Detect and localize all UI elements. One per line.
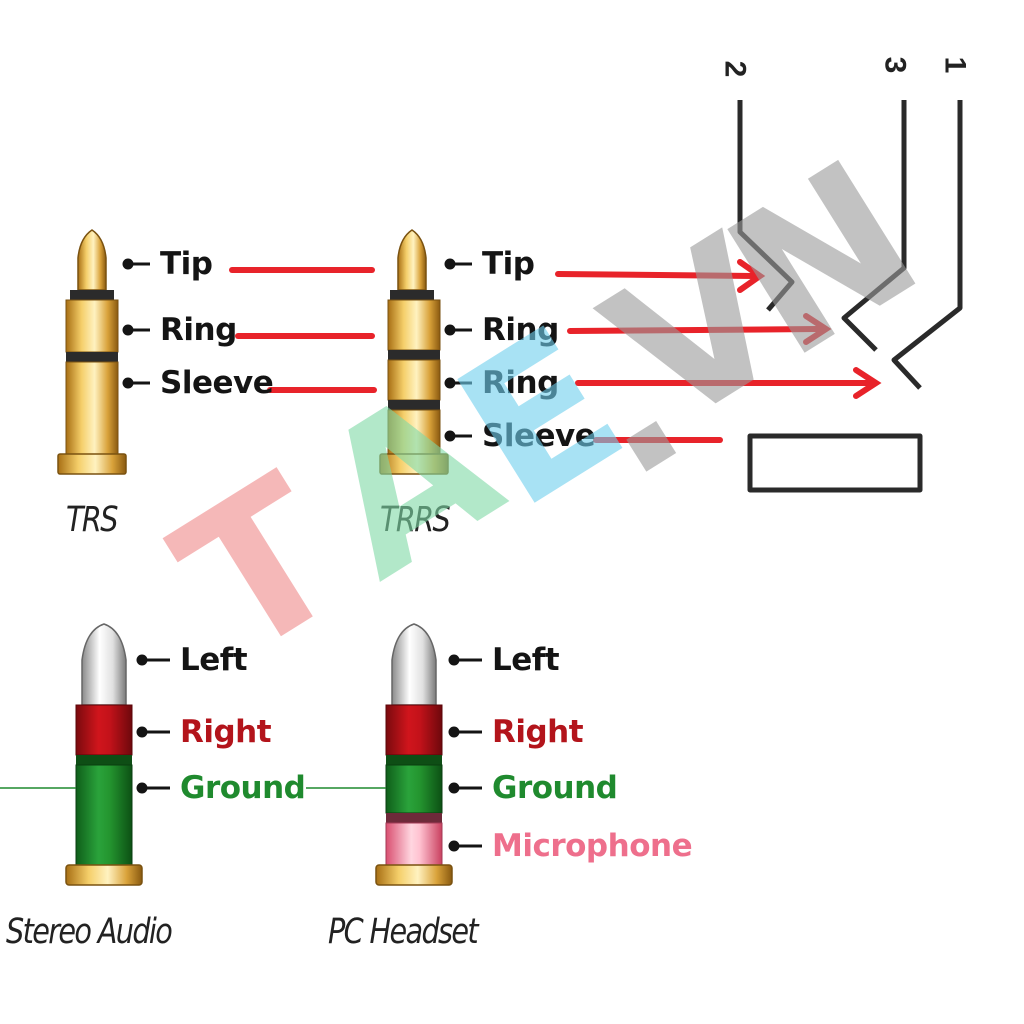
headset-plug-icon (375, 623, 453, 886)
headset-label-right: Right (492, 714, 584, 750)
pin-number-3: 3 (878, 56, 912, 74)
headset-leaders (448, 654, 482, 852)
trs-caption: TRS (66, 500, 118, 540)
socket-schematic (737, 100, 963, 493)
trrs-label-ring-1: Ring (482, 312, 559, 348)
stereo-label-ground: Ground (180, 770, 306, 806)
headset-label-left: Left (492, 642, 560, 678)
headset-label-ground: Ground (492, 770, 618, 806)
trrs-leaders (444, 258, 472, 442)
trs-plug-icon (57, 229, 127, 475)
trrs-label-tip: Tip (482, 246, 535, 282)
trs-label-tip: Tip (160, 246, 213, 282)
trs-label-sleeve: Sleeve (160, 365, 274, 401)
trrs-label-ring-2: Ring (482, 365, 559, 401)
trrs-label-sleeve: Sleeve (482, 418, 596, 454)
headset-caption: PC Headset (328, 912, 479, 952)
stereo-label-left: Left (180, 642, 248, 678)
headset-label-microphone: Microphone (492, 828, 693, 864)
trrs-to-socket-arrows (555, 259, 882, 443)
pin-number-1: 1 (938, 56, 972, 74)
trrs-plug-icon (379, 229, 449, 475)
stereo-label-right: Right (180, 714, 272, 750)
pin-number-2: 2 (718, 60, 752, 78)
stereo-leaders (136, 654, 170, 794)
trrs-caption: TRRS (380, 500, 451, 540)
stereo-plug-icon (65, 623, 143, 886)
trs-leaders (122, 258, 150, 389)
stereo-caption: Stereo Audio (6, 912, 173, 952)
trs-to-trrs-lines (229, 267, 377, 393)
trs-label-ring: Ring (160, 312, 237, 348)
